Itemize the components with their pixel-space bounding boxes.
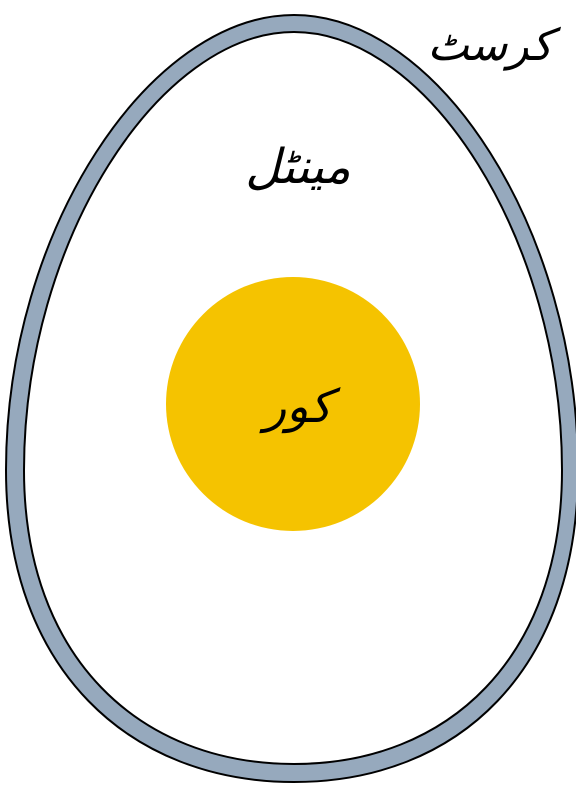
mantle-label: مینٹل xyxy=(245,139,351,195)
core-label: کور xyxy=(259,379,341,434)
crust-label: کرسٹ xyxy=(427,20,561,71)
